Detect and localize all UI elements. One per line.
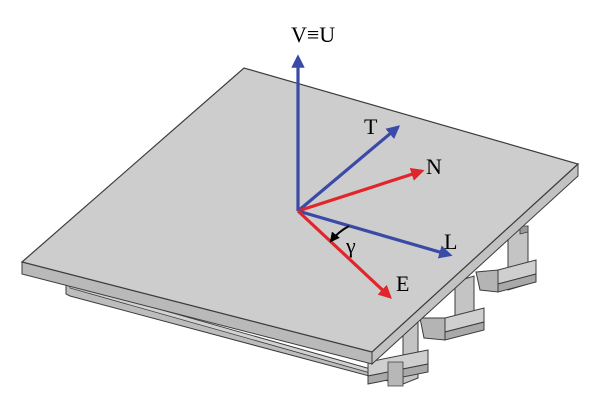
label-gamma: γ [345, 233, 356, 258]
label-l: L [444, 229, 457, 254]
deck-slab [20, 67, 580, 366]
vector-t [296, 125, 401, 213]
vector-e [296, 209, 392, 299]
girder-middle [419, 275, 485, 341]
vector-l [297, 209, 453, 259]
label-v-u: V≡U [291, 22, 335, 47]
label-t: T [364, 114, 378, 139]
girder-front [367, 321, 429, 387]
vector-group [291, 54, 453, 299]
label-e: E [396, 271, 409, 296]
label-group: V≡U T N L E γ [291, 22, 457, 296]
label-n: N [426, 154, 442, 179]
vector-n [297, 167, 425, 213]
angle-gamma-arc [329, 225, 350, 243]
girder-back [475, 225, 537, 293]
